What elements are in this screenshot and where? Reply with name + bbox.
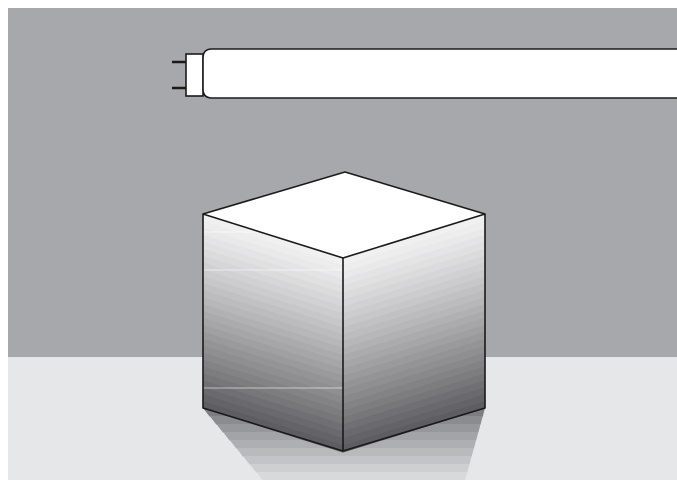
shadow-band bbox=[250, 464, 470, 473]
fluorescent-tube bbox=[172, 49, 677, 98]
shadow-band bbox=[236, 448, 474, 457]
cube bbox=[203, 172, 485, 453]
tube-body bbox=[203, 49, 677, 98]
shadow-band bbox=[256, 472, 467, 480]
tube-end-cap bbox=[186, 54, 203, 96]
shadow-band bbox=[243, 456, 472, 465]
